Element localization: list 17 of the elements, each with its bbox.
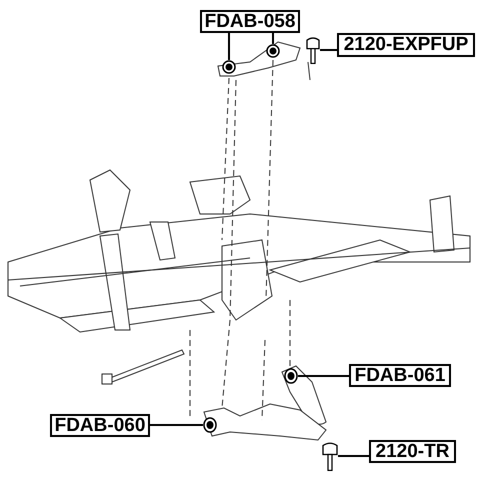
ball-joint-drawing <box>322 441 338 471</box>
part-number-label: FDAB-058 <box>200 10 300 33</box>
bushing-drawing <box>266 44 280 58</box>
bushing-drawing <box>203 417 217 433</box>
leader-line <box>150 424 203 426</box>
bushing-drawing <box>222 60 236 74</box>
part-number-label: FDAB-060 <box>50 414 150 437</box>
part-number-label: 2120-TR <box>369 440 456 463</box>
leader-line <box>228 33 230 60</box>
part-number-label: 2120-EXPFUP <box>337 33 475 57</box>
part-number-label: FDAB-061 <box>349 364 451 387</box>
leader-line <box>338 455 369 457</box>
bushing-drawing <box>284 368 298 384</box>
leader-line <box>320 49 337 51</box>
leader-line <box>272 33 274 44</box>
ball-joint-drawing <box>306 36 320 64</box>
leader-line <box>298 375 349 377</box>
